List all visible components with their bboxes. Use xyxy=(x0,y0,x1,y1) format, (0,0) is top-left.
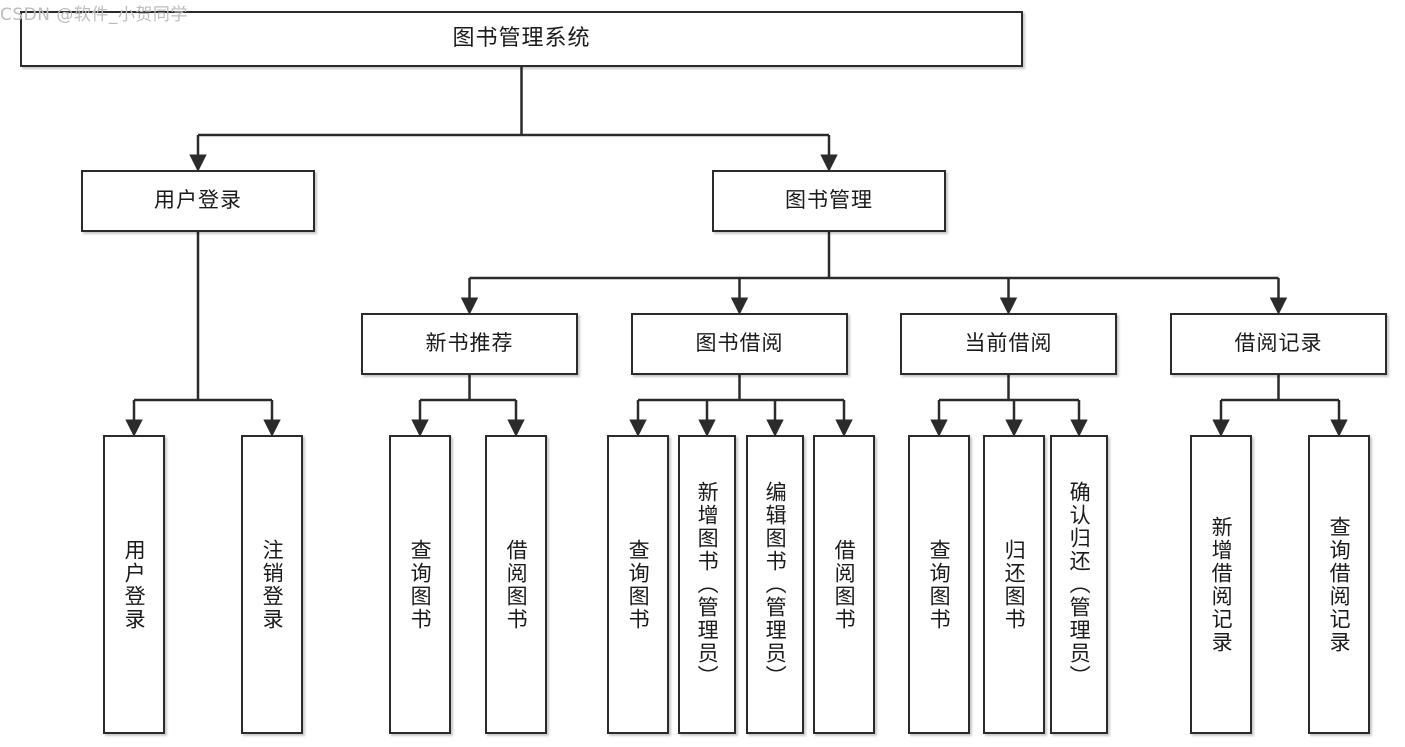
csdn-watermark: CSDN @软件_小贺同学 xyxy=(0,5,188,25)
node-label: 确认归还（管理员） xyxy=(1067,481,1092,688)
node-book-manage: 图书管理 xyxy=(712,170,946,232)
node-book-borrow: 图书借阅 xyxy=(631,313,848,375)
node-leaf-query-book-2: 查询图书 xyxy=(607,435,669,734)
node-label: 用户登录 xyxy=(122,538,147,631)
node-leaf-borrow-book-1: 借阅图书 xyxy=(485,435,547,734)
node-label: 查询图书 xyxy=(927,538,952,631)
node-label: 用户登录 xyxy=(154,188,242,213)
node-label: 借阅记录 xyxy=(1234,331,1323,356)
node-label: 查询图书 xyxy=(408,538,433,631)
node-leaf-edit-book: 编辑图书（管理员） xyxy=(746,435,804,734)
node-leaf-query-book-3: 查询图书 xyxy=(908,435,970,734)
node-leaf-add-book: 新增图书（管理员） xyxy=(678,435,736,734)
node-leaf-return-book: 归还图书 xyxy=(983,435,1045,734)
node-leaf-query-record: 查询借阅记录 xyxy=(1308,435,1370,734)
node-label: 新增借阅记录 xyxy=(1209,515,1234,654)
node-root: 图书管理系统 xyxy=(20,11,1023,67)
node-leaf-borrow-book-2: 借阅图书 xyxy=(813,435,875,734)
node-leaf-user-login: 用户登录 xyxy=(103,435,165,734)
edge-path-group xyxy=(125,67,1348,437)
node-label: 当前借阅 xyxy=(964,331,1053,356)
node-current-borrow: 当前借阅 xyxy=(900,313,1117,375)
node-label: 归还图书 xyxy=(1002,538,1027,631)
node-label: 查询借阅记录 xyxy=(1327,515,1352,654)
node-label: 新书推荐 xyxy=(425,331,514,356)
node-user-login: 用户登录 xyxy=(81,170,315,232)
node-leaf-add-record: 新增借阅记录 xyxy=(1190,435,1252,734)
node-leaf-user-logout: 注销登录 xyxy=(241,435,303,734)
node-borrow-record: 借阅记录 xyxy=(1170,313,1387,375)
node-label: 编辑图书（管理员） xyxy=(763,481,788,688)
node-label: 注销登录 xyxy=(260,538,285,631)
node-label: 图书管理 xyxy=(785,188,873,213)
node-new-book-rec: 新书推荐 xyxy=(361,313,578,375)
node-label: 图书借阅 xyxy=(695,331,784,356)
node-label: 借阅图书 xyxy=(504,538,529,631)
node-label: 借阅图书 xyxy=(832,538,857,631)
node-leaf-query-book-1: 查询图书 xyxy=(389,435,451,734)
node-label: 图书管理系统 xyxy=(452,25,591,51)
node-leaf-confirm-return: 确认归还（管理员） xyxy=(1050,435,1108,734)
node-label: 新增图书（管理员） xyxy=(695,481,720,688)
node-label: 查询图书 xyxy=(626,538,651,631)
